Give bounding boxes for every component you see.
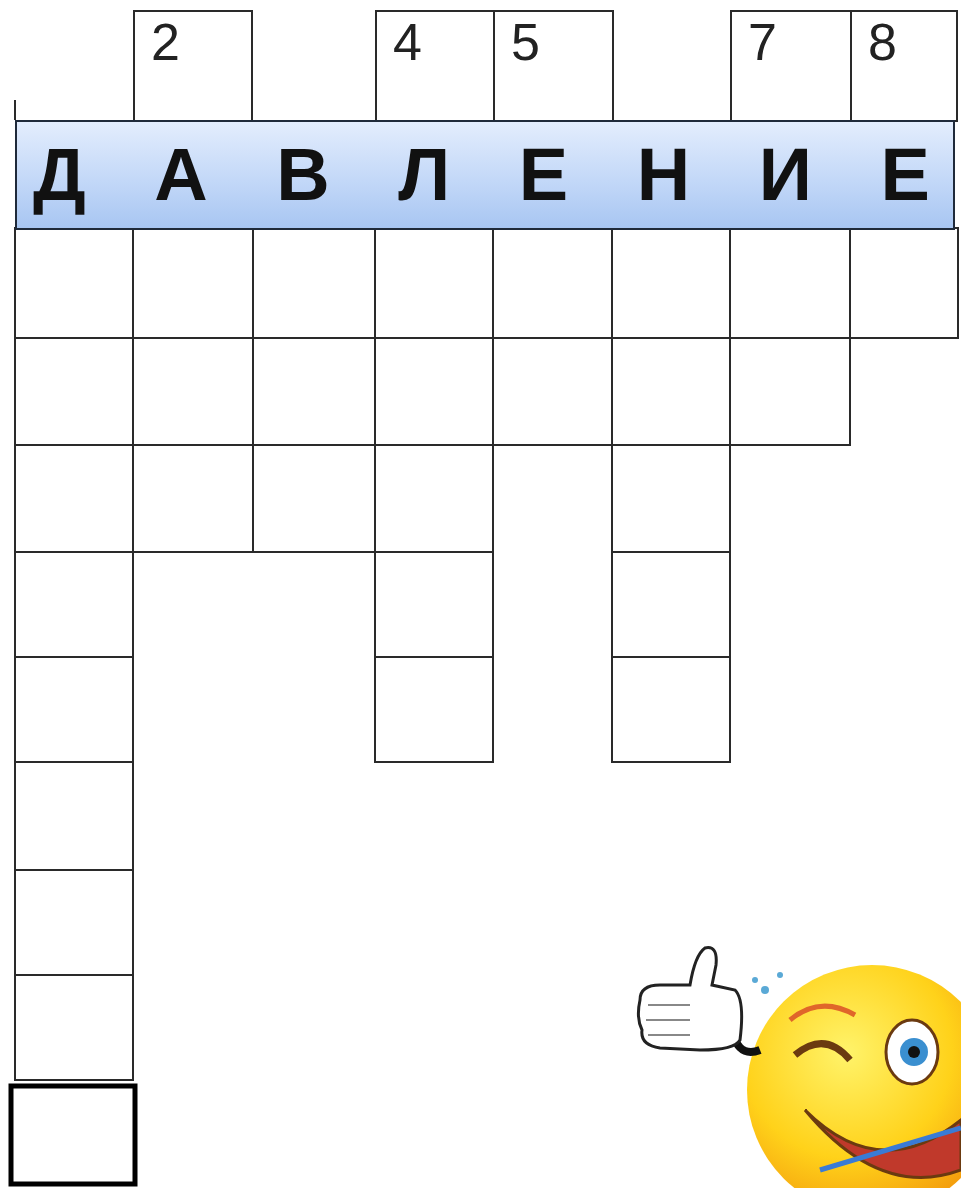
grid-cell xyxy=(15,445,133,552)
answer-band: Д А В Л Е Н И Е xyxy=(15,120,955,230)
grid-cell xyxy=(15,338,133,445)
grid-cell xyxy=(375,552,493,657)
smiley-glove xyxy=(638,948,741,1050)
grid-cell xyxy=(612,552,730,657)
clue-number: 5 xyxy=(511,13,540,71)
grid-cell xyxy=(15,552,133,657)
grid-cell xyxy=(612,657,730,762)
grid-cell xyxy=(612,338,730,445)
grid-cell xyxy=(375,657,493,762)
smiley-glove-fingers xyxy=(646,1005,690,1035)
grid-cells xyxy=(15,228,958,1080)
grid-cell xyxy=(730,338,850,445)
numbered-cell: 2 xyxy=(133,10,253,122)
grid-cell xyxy=(493,338,612,445)
smiley-drop xyxy=(752,977,758,983)
grid-cell xyxy=(612,445,730,552)
answer-word: Д А В Л Е Н И Е xyxy=(17,138,930,212)
grid-cell xyxy=(133,228,253,338)
clue-number: 2 xyxy=(151,13,180,71)
smiley-drop xyxy=(777,972,783,978)
grid-cell xyxy=(375,338,493,445)
smiley-wink xyxy=(795,1044,850,1060)
grid-cell xyxy=(375,228,493,338)
grid-cell xyxy=(15,870,133,975)
smiley-brow xyxy=(790,1006,855,1020)
smiley-drop xyxy=(761,986,769,994)
grid-cell xyxy=(375,445,493,552)
grid-line xyxy=(14,100,16,120)
grid-cell xyxy=(15,657,133,762)
grid-cell xyxy=(133,445,253,552)
grid-cell xyxy=(850,228,958,338)
grid-cell xyxy=(253,445,375,552)
grid-cell xyxy=(612,228,730,338)
smiley-face xyxy=(747,965,961,1188)
grid-cell xyxy=(730,228,850,338)
clue-number: 7 xyxy=(748,13,777,71)
smiley-pupil xyxy=(908,1046,920,1058)
smiley-pointer xyxy=(820,1128,961,1170)
grid-cell xyxy=(133,338,253,445)
grid-cell-bold xyxy=(11,1086,135,1184)
grid-cell xyxy=(15,975,133,1080)
grid-cell xyxy=(253,228,375,338)
grid-cell xyxy=(253,338,375,445)
smiley-iris xyxy=(900,1038,928,1066)
numbered-cell: 5 xyxy=(493,10,614,122)
smiley-eye xyxy=(886,1020,938,1084)
grid-cell xyxy=(15,762,133,870)
clue-number: 8 xyxy=(868,13,897,71)
numbered-cell: 8 xyxy=(850,10,958,122)
smiley-mouth xyxy=(805,1110,961,1178)
grid-cell xyxy=(15,228,133,338)
numbered-cell: 7 xyxy=(730,10,852,122)
clue-number: 4 xyxy=(393,13,422,71)
grid-cell xyxy=(493,228,612,338)
numbered-cell: 4 xyxy=(375,10,495,122)
